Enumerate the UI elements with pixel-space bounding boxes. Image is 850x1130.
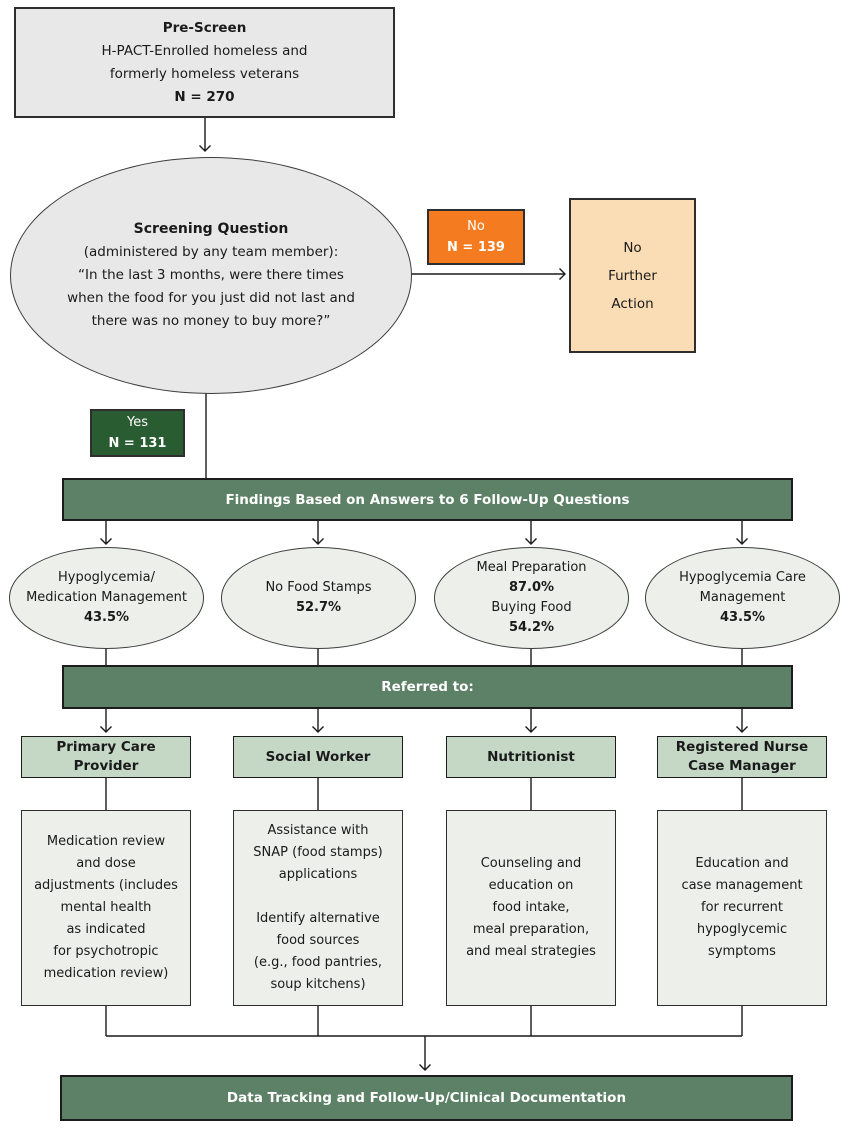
findings-banner: Findings Based on Answers to 6 Follow-Up… (62, 478, 793, 521)
provider-detail-primary-care: Medication review and dose adjustments (… (21, 810, 191, 1006)
pre-screen-n: N = 270 (174, 88, 235, 105)
finding-ellipse-no-food-stamps: No Food Stamps 52.7% (221, 547, 416, 649)
finding-ellipse-hypoglycemia-medication: Hypoglycemia/ Medication Management 43.5… (9, 547, 204, 649)
finding-stat: 43.5% (719, 610, 766, 625)
provider-detail-social-worker: Assistance with SNAP (food stamps) appli… (233, 810, 403, 1006)
provider-header-nutritionist: Nutritionist (446, 736, 616, 778)
referred-to-banner: Referred to: (62, 665, 793, 709)
no-further-action-box: No Further Action (569, 198, 696, 353)
finding-stat: 43.5% (83, 610, 130, 625)
provider-header-primary-care: Primary Care Provider (21, 736, 191, 778)
yes-count-box: Yes N = 131 (90, 409, 185, 457)
finding-ellipse-meal-prep-buying-food: Meal Preparation 87.0% Buying Food 54.2% (434, 547, 629, 649)
finding-text: Hypoglycemia Care Management (679, 570, 806, 605)
screening-subtitle: (administered by any team member): (83, 244, 339, 260)
pre-screen-box: Pre-Screen H-PACT-Enrolled homeless and … (14, 7, 395, 118)
no-label: No (467, 219, 485, 234)
provider-header-rn-case-manager: Registered Nurse Case Manager (657, 736, 827, 778)
screening-title: Screening Question (133, 221, 289, 237)
yes-label: Yes (127, 415, 148, 430)
finding-stat: 52.7% (295, 600, 342, 615)
no-n-value: N = 139 (447, 240, 505, 255)
finding-stat-2: 54.2% (508, 620, 555, 635)
finding-ellipse-hypoglycemia-care: Hypoglycemia Care Management 43.5% (645, 547, 840, 649)
pre-screen-title: Pre-Screen (162, 19, 247, 36)
provider-detail-nutritionist: Counseling and education on food intake,… (446, 810, 616, 1006)
finding-text: Hypoglycemia/ Medication Management (26, 570, 187, 605)
finding-text-1: Meal Preparation (476, 560, 587, 575)
screening-question-ellipse: Screening Question (administered by any … (10, 157, 412, 394)
screening-question-text: “In the last 3 months, were there times … (67, 267, 355, 329)
finding-text: No Food Stamps (265, 580, 372, 595)
pre-screen-line1: H-PACT-Enrolled homeless and (101, 42, 308, 59)
no-count-box: No N = 139 (427, 209, 525, 265)
finding-stat-1: 87.0% (508, 580, 555, 595)
pre-screen-line2: formerly homeless veterans (109, 65, 300, 82)
yes-n-value: N = 131 (108, 436, 167, 451)
data-tracking-banner: Data Tracking and Follow-Up/Clinical Doc… (60, 1075, 793, 1121)
provider-detail-rn-case-manager: Education and case management for recurr… (657, 810, 827, 1006)
finding-text-2: Buying Food (491, 600, 572, 615)
provider-header-social-worker: Social Worker (233, 736, 403, 778)
